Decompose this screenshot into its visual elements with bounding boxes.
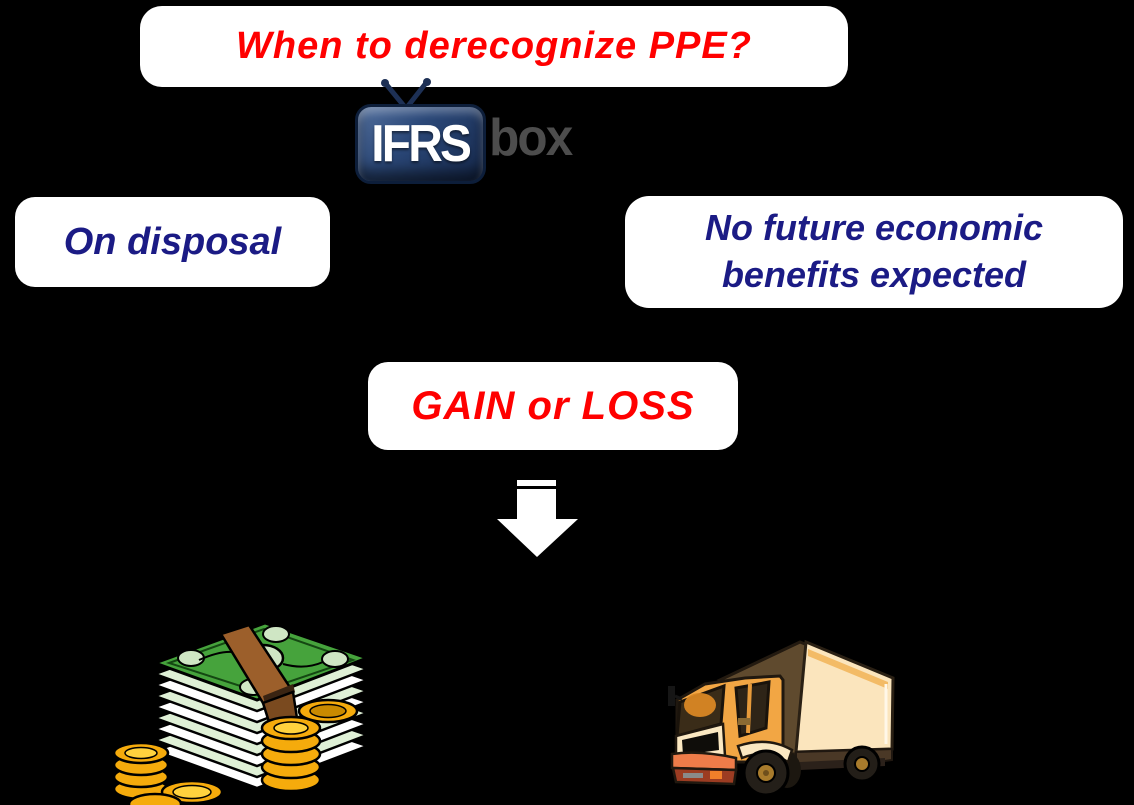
ifrsbox-logo: IFRS box	[350, 78, 610, 190]
money-icon	[95, 608, 385, 805]
title-box: When to derecognize PPE?	[140, 6, 848, 87]
no-benefits-box: No future economic benefits expected	[625, 196, 1123, 308]
title-text: When to derecognize PPE?	[236, 25, 752, 67]
logo-suffix-text: box	[489, 109, 573, 167]
disposal-text: On disposal	[63, 220, 282, 263]
no-benefits-line1: No future economic	[704, 207, 1044, 249]
no-benefits-line2: benefits expected	[721, 254, 1027, 295]
no-benefits-text: No future economic benefits expected	[705, 205, 1043, 299]
down-arrow-icon	[490, 478, 585, 560]
truck-icon	[650, 612, 942, 802]
gain-loss-text: GAIN or LOSS	[411, 383, 695, 428]
disposal-box: On disposal	[15, 197, 330, 287]
tv-icon: IFRS	[355, 104, 486, 184]
antenna-icon	[381, 78, 431, 108]
gain-loss-box: GAIN or LOSS	[368, 362, 738, 450]
logo-brand-text: IFRS	[371, 115, 473, 173]
